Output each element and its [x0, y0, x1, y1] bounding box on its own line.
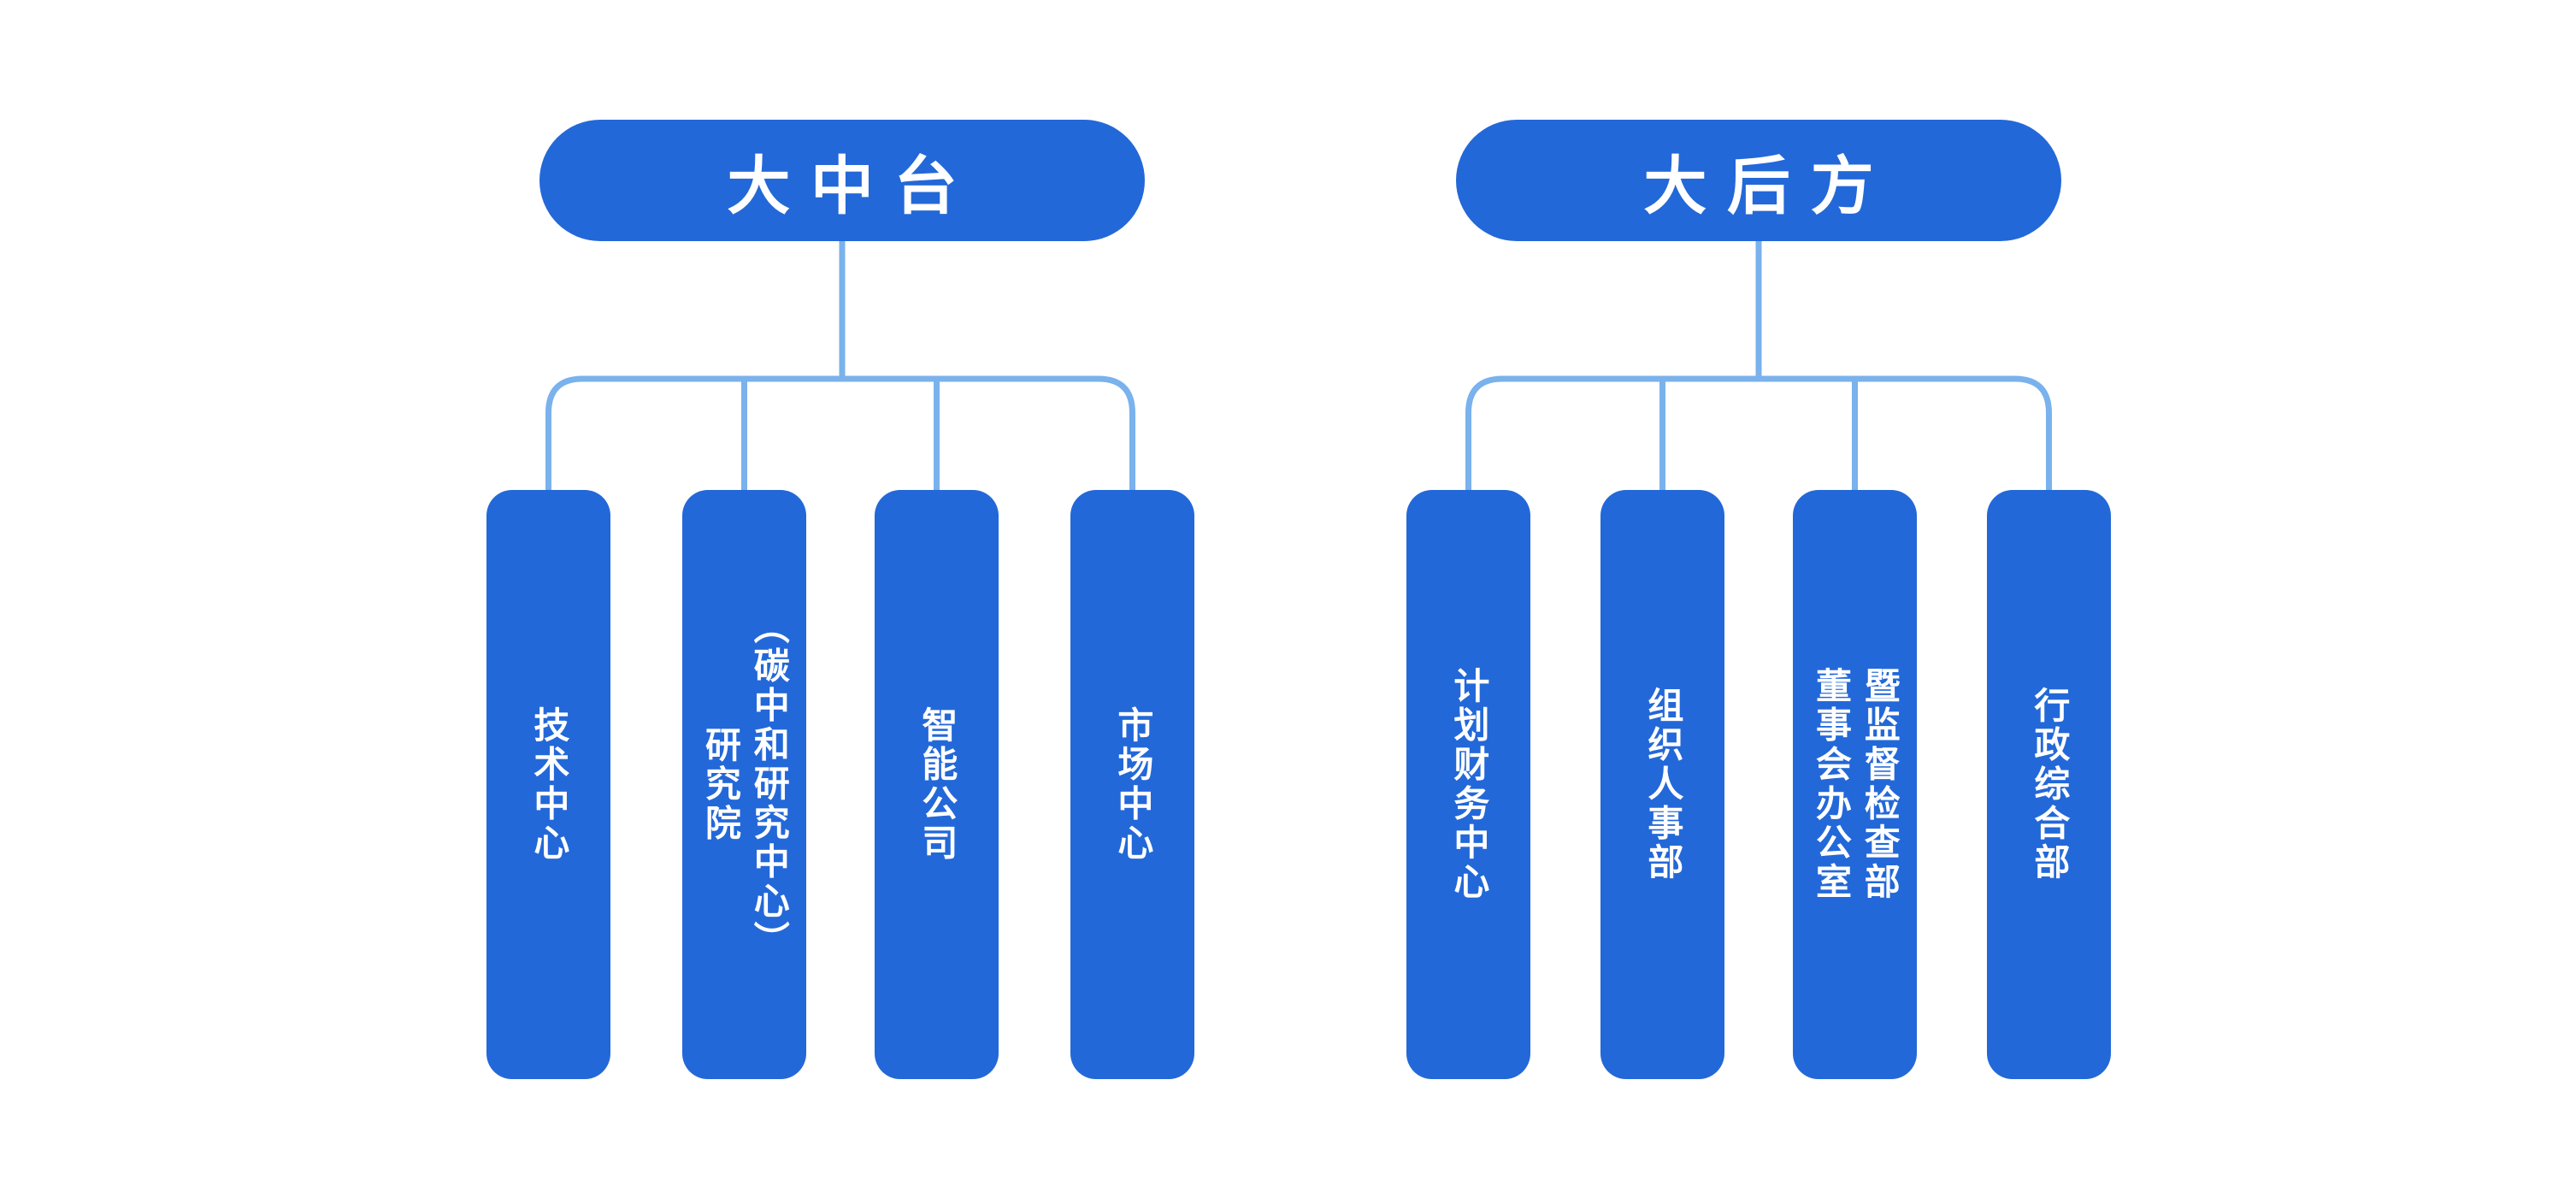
child-node-label: 市场中心 [1112, 705, 1153, 864]
child-node-planning-finance-center[interactable]: 计划财务中心 [1406, 490, 1530, 1079]
connector-bus-right [1465, 375, 2052, 493]
child-node-research-institute[interactable]: 研究院 （碳中和研究中心） [682, 490, 806, 1079]
child-node-label: 行政综合部 [2029, 687, 2070, 882]
child-node-organization-personnel-dept[interactable]: 组织人事部 [1600, 490, 1724, 1079]
child-node-administrative-general-dept[interactable]: 行政综合部 [1987, 490, 2111, 1079]
child-node-technology-center[interactable]: 技术中心 [486, 490, 610, 1079]
child-node-label: 计划财务中心 [1448, 667, 1489, 902]
child-node-label: 智能公司 [917, 705, 958, 864]
child-node-label: 董事会办公室 暨监督检查部 [1811, 667, 1901, 902]
root-node-label: 大后方 [1643, 150, 1895, 221]
root-node-da-hou-fang[interactable]: 大后方 [1456, 120, 2061, 241]
connector-bus-left [545, 375, 1135, 493]
child-node-label: 技术中心 [528, 705, 569, 864]
child-node-label: 组织人事部 [1642, 687, 1683, 882]
root-node-label: 大中台 [727, 150, 978, 221]
child-node-market-center[interactable]: 市场中心 [1070, 490, 1194, 1079]
child-node-board-office-supervision-dept[interactable]: 董事会办公室 暨监督检查部 [1793, 490, 1917, 1079]
root-node-da-zhong-tai[interactable]: 大中台 [539, 120, 1145, 241]
child-node-intelligent-company[interactable]: 智能公司 [875, 490, 999, 1079]
child-node-label: 研究院 （碳中和研究中心） [700, 608, 790, 961]
